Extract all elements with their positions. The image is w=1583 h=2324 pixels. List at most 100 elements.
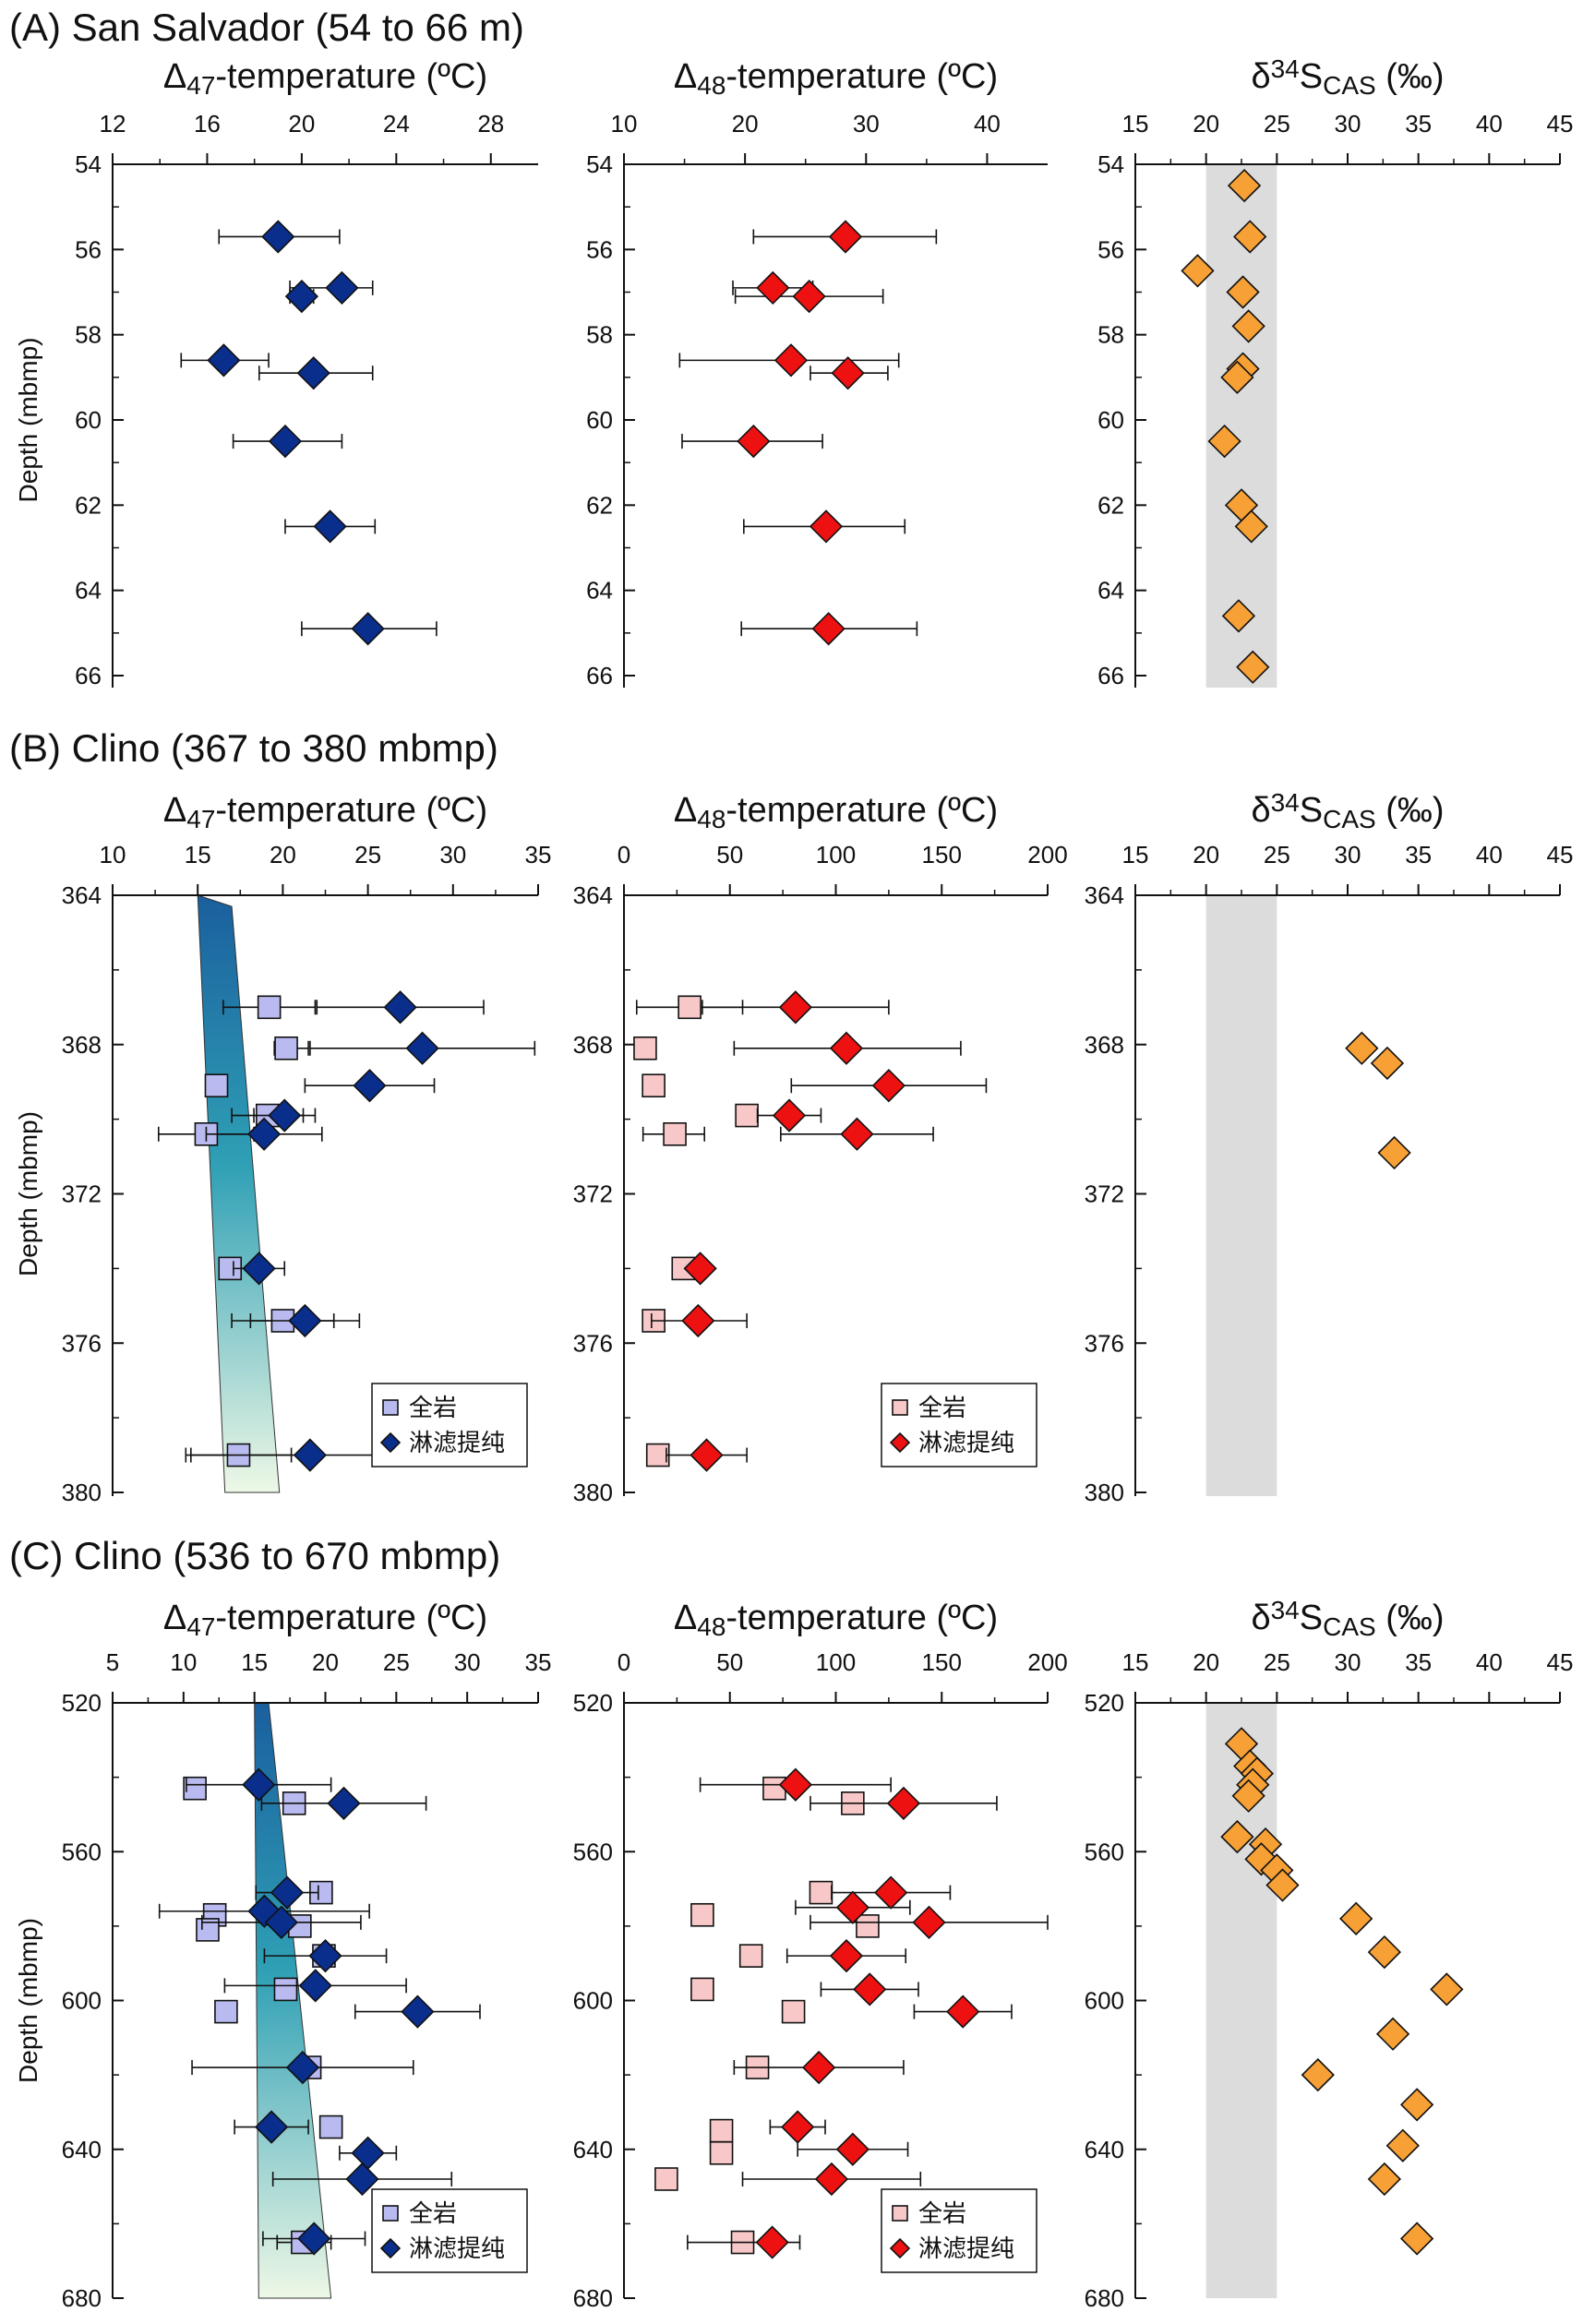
legend-label: 淋滤提纯 [409,2235,505,2263]
y-tick-label: 640 [1085,2136,1124,2163]
section-b: (B) Clino (367 to 380 mbmp)Depth (mbmp)Δ… [9,726,1573,1506]
data-point-square [318,2114,343,2139]
x-tick-label: 30 [454,1648,481,1676]
data-point-diamond [383,990,417,1024]
data-point-square [633,1036,657,1060]
legend-square-marker [382,1399,399,1416]
y-tick-label: 600 [62,1987,102,2015]
section-title: (A) San Salvador (54 to 66 m) [9,6,524,49]
data-point-square [809,1880,833,1905]
data-point-diamond [1181,254,1215,288]
legend-box [371,1383,528,1467]
data-point-square [690,1977,714,2002]
section-a: (A) San Salvador (54 to 66 m) Depth (mbmp… [9,6,1573,689]
x-tick-label: 25 [383,1648,410,1676]
data-point-diamond [1385,2128,1420,2162]
data-point-square [642,1073,666,1098]
data-point-square [738,1944,763,1968]
data-point-square [781,1999,806,2024]
y-tick-label: 62 [1097,491,1124,519]
y-tick-label: 640 [62,2136,102,2163]
x-tick-label: 15 [241,1648,268,1676]
y-tick-label: 680 [573,2284,613,2312]
panel-title: Δ47-temperature (ºC) [163,791,487,833]
legend-diamond-marker [379,2237,402,2259]
data-point-diamond [772,1098,807,1132]
data-point-diamond [246,1117,282,1151]
data-point-diamond [268,424,303,459]
y-tick-label: 58 [75,321,102,349]
y-tick-label: 364 [1085,881,1124,909]
data-point-diamond [1375,2017,1410,2051]
shaded-range [1205,164,1277,688]
data-point-square [690,1902,714,1927]
x-tick-label: 0 [618,841,630,869]
x-tick-label: 40 [1476,110,1503,138]
data-point-diamond [1367,2162,1401,2197]
y-tick-label: 368 [62,1031,102,1059]
data-point-diamond [781,2110,815,2144]
legend-label: 全岩 [409,2200,457,2228]
x-tick-label: 25 [1264,110,1290,138]
x-tick-label: 35 [1405,1648,1432,1676]
y-tick-label: 520 [62,1689,102,1717]
data-point-diamond [288,1303,322,1338]
panel-title: Δ48-temperature (ºC) [674,1599,998,1641]
data-point-diamond [737,424,771,459]
data-point-diamond [1377,1135,1411,1170]
x-tick-label: 20 [270,841,296,869]
y-axis-label: Depth (mbmp) [14,338,42,503]
series-leached [1345,1031,1411,1170]
data-point-diamond [778,1767,813,1802]
shaded-range [1205,895,1277,1496]
y-tick-label: 54 [75,150,102,178]
x-tick-label: 15 [1122,841,1149,869]
data-point-diamond [261,220,295,254]
x-tick-label: 100 [816,1648,856,1676]
data-point-diamond [297,2222,331,2256]
y-tick-label: 64 [1097,577,1124,605]
y-tick-label: 640 [573,2136,613,2163]
data-point-square [654,2167,678,2191]
x-tick-label: 25 [1264,841,1290,869]
series-leached [651,990,988,1472]
panel-title: δ34SCAS (‰) [1251,1596,1444,1641]
legend-square-marker [892,1399,908,1416]
series-whole-rock [633,995,759,1467]
x-tick-label: 15 [1122,1648,1149,1676]
y-tick-label: 600 [573,1987,613,2015]
x-tick-label: 100 [816,841,856,869]
x-tick-label: 5 [106,1648,119,1676]
y-tick-label: 680 [1085,2284,1124,2312]
x-tick-label: 10 [611,110,638,138]
data-point-diamond [308,1938,342,1973]
x-tick-label: 150 [922,841,962,869]
y-tick-label: 60 [75,406,102,434]
x-tick-label: 25 [354,841,381,869]
data-point-diamond [912,1905,946,1939]
data-point-diamond [242,1252,276,1286]
y-tick-label: 680 [62,2284,102,2312]
legend-diamond-marker [889,1432,911,1454]
y-tick-label: 600 [1085,1987,1124,2015]
y-tick-label: 520 [573,1689,613,1717]
x-tick-label: 200 [1027,1648,1067,1676]
data-point-diamond [1227,168,1262,203]
legend-square-marker [382,2205,399,2222]
legend-label: 淋滤提纯 [918,2235,1014,2263]
panel-title: Δ47-temperature (ºC) [163,57,487,100]
data-point-square [762,1776,786,1801]
series-leached [687,1767,1049,2259]
panel-title: δ34SCAS (‰) [1251,788,1444,833]
data-point-diamond [690,1438,724,1472]
y-tick-label: 58 [586,321,613,349]
y-tick-label: 66 [1097,662,1124,689]
series-leached [1181,168,1270,684]
data-point-diamond [1207,424,1241,459]
x-tick-label: 20 [1193,1648,1219,1676]
data-point-diamond [946,1995,980,2029]
